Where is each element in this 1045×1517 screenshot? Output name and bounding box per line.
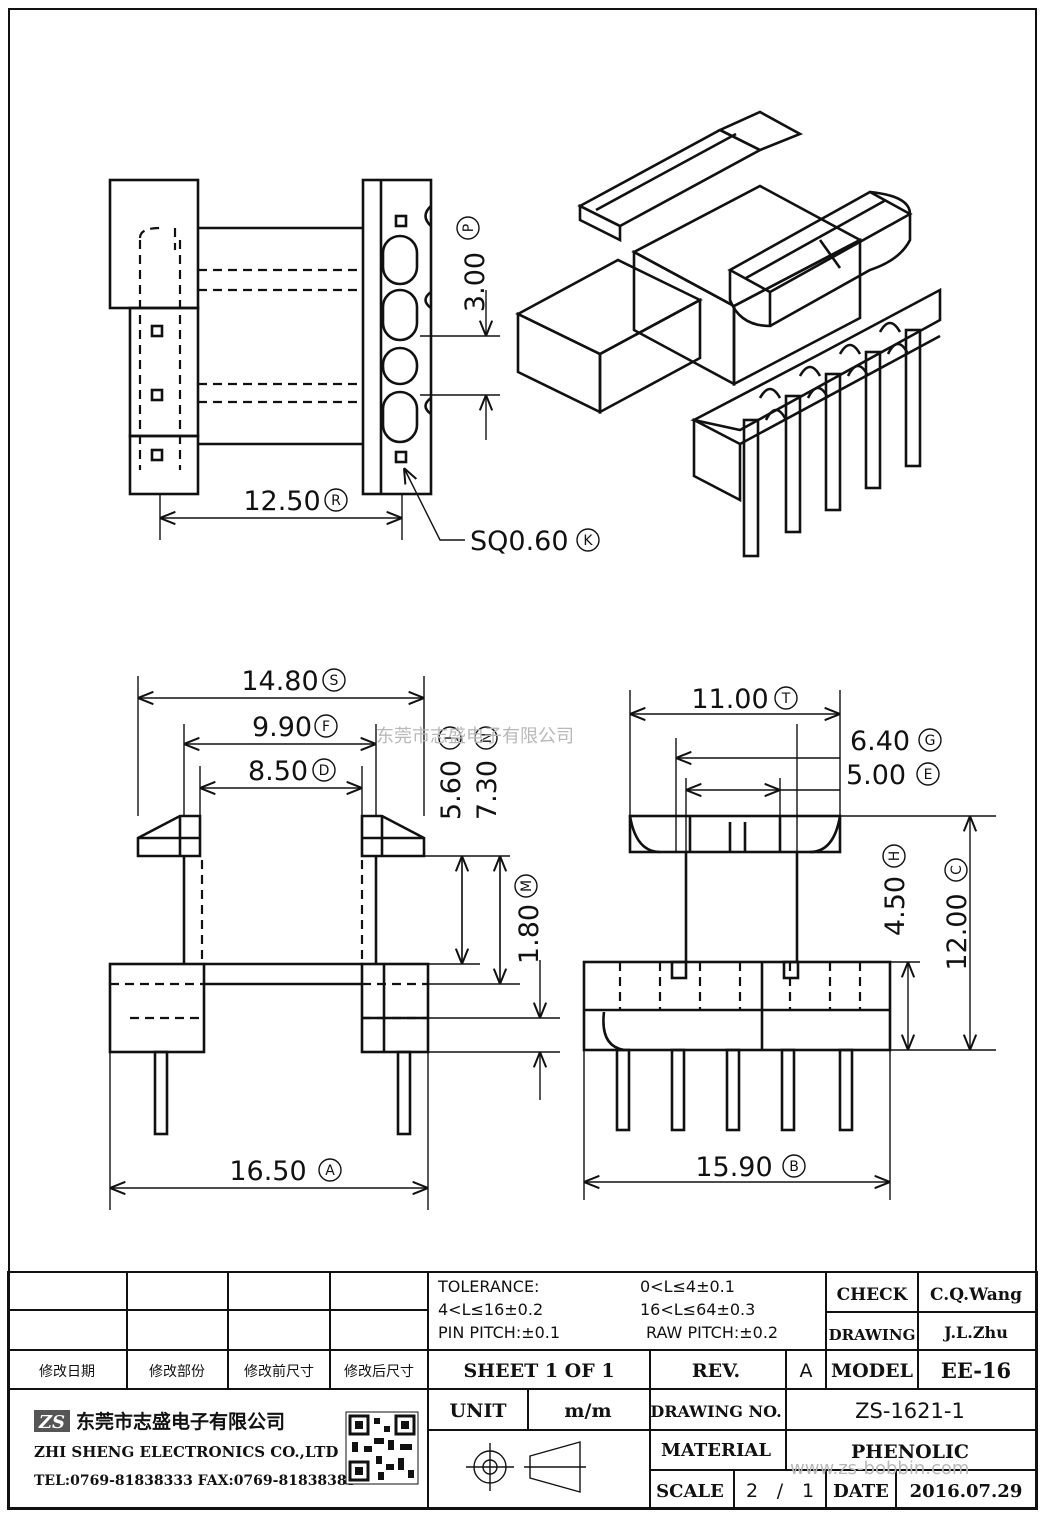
rev-header-after: 修改后尺寸 [344,1364,414,1380]
watermark-bottom: www.zs-bobbin.com [790,1458,969,1479]
model-value: EE-16 [941,1358,1011,1383]
dim-p-value: 3.00 [460,252,491,312]
tolerance-range-2: 4<L≤16±0.2 [438,1300,543,1319]
company-logo: ZS [34,1410,70,1433]
dim-n-value: 7.30 [472,760,503,820]
dim-j-tag: J [443,736,459,741]
pin-pitch: PIN PITCH:±0.1 [438,1323,560,1342]
dim-g-value: 6.40 [850,726,910,757]
dim-a-tag: A [325,1163,335,1179]
side-view [582,690,996,1200]
dim-a-value: 16.50 [229,1156,306,1187]
drawing-no-value: ZS-1621-1 [855,1399,965,1423]
dim-b-value: 15.90 [695,1152,772,1183]
dim-f-value: 9.90 [252,712,312,743]
dim-g-tag: G [925,733,936,749]
date-value: 2016.07.29 [910,1481,1023,1502]
top-view [108,178,500,541]
dim-p-tag: P [461,224,477,232]
tolerance-range-3: 16<L≤64±0.3 [640,1300,755,1319]
scale-label: SCALE [656,1481,724,1502]
unit-value: m/m [564,1400,611,1422]
dim-d-value: 8.50 [248,756,308,787]
tolerance-label: TOLERANCE: [437,1277,539,1296]
dim-c-value: 12.00 [942,893,973,970]
dim-s-tag: S [330,673,339,689]
isometric-view [515,110,942,558]
dim-b-tag: B [789,1159,799,1175]
dim-h-tag: H [887,851,903,862]
check-name: C.Q.Wang [930,1285,1022,1305]
scale-separator: / [777,1480,784,1502]
dim-m-value: 1.80 [514,904,545,964]
scale-numerator: 2 [746,1480,758,1502]
sheet-label: SHEET 1 OF 1 [463,1360,614,1382]
company-name-en: ZHI SHENG ELECTRONICS CO.,LTD [34,1443,338,1461]
qr-code-icon [345,1411,419,1485]
dim-r-tag: R [331,493,341,509]
dim-h-value: 4.50 [880,876,911,936]
dimension-labels: 3.00 P 12.50 R SQ0.60 K 14.80 S 9.90 F 8… [229,216,973,1187]
check-label: CHECK [837,1285,909,1305]
rev-header-date: 修改日期 [39,1364,95,1380]
watermark-top: 东莞市志盛电子有限公司 [376,726,574,747]
material-label: MATERIAL [661,1440,771,1461]
dim-e-tag: E [924,767,933,783]
dim-k-value: SQ0.60 [470,526,569,557]
dim-t-tag: T [781,691,791,707]
raw-pitch: RAW PITCH:±0.2 [646,1323,778,1342]
tolerance-range-1: 0<L≤4±0.1 [640,1277,735,1296]
dim-j-value: 5.60 [436,760,467,820]
drawing-no-label: DRAWING NO. [650,1402,781,1421]
dim-s-value: 14.80 [241,666,318,697]
rev-value: A [800,1360,813,1382]
drawing-name: J.L.Zhu [942,1323,1008,1342]
pin-slots-right [381,205,432,464]
dim-k-tag: K [583,533,593,549]
date-label: DATE [833,1481,889,1502]
title-block: 修改日期 修改部份 修改前尺寸 修改后尺寸 TOLERANCE: 0<L≤4±0… [7,1271,1038,1510]
dim-t-value: 11.00 [691,684,768,715]
model-label: MODEL [831,1360,913,1382]
projection-symbol-icon [466,1441,586,1493]
rev-header-before: 修改前尺寸 [244,1363,314,1380]
material-value: PHENOLIC [851,1441,969,1463]
logo-text: ZS [38,1412,65,1433]
iso-pins [742,321,922,558]
dim-r-value: 12.50 [243,486,320,517]
dim-d-tag: D [319,763,330,779]
company-name-cn: 东莞市志盛电子有限公司 [76,1410,285,1433]
side-internal-dashes [618,960,862,1010]
unit-label: UNIT [450,1400,507,1422]
front-view [108,676,560,1210]
dim-e-value: 5.00 [846,760,906,791]
dim-c-tag: C [949,865,965,875]
dim-n-tag: N [479,733,495,743]
drawing-label: DRAWING [829,1326,916,1344]
dim-m-tag: M [519,880,535,892]
scale-denominator: 1 [802,1480,814,1502]
rev-header-part: 修改部份 [149,1364,205,1380]
rev-label: REV. [692,1360,740,1382]
dim-p: 3.00 [460,252,491,312]
company-contact: TEL:0769-81838333 FAX:0769-81838383 [34,1473,356,1489]
dim-f-tag: F [322,719,330,735]
